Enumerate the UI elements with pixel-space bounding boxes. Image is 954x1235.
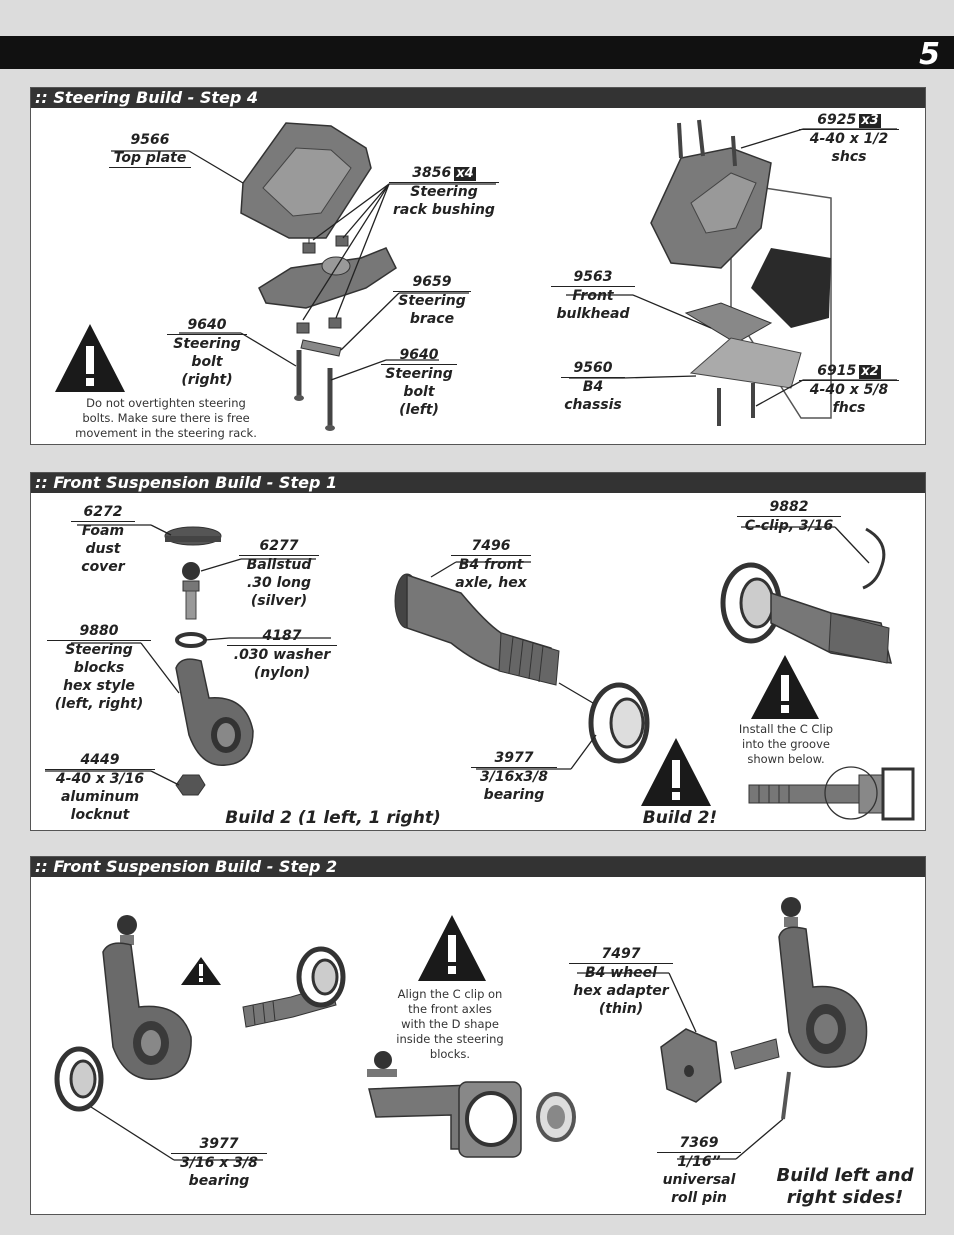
label-front-bulkhead: 9563 Front bulkhead bbox=[551, 268, 635, 323]
page-number: 5 bbox=[919, 37, 940, 72]
build-both-sides-note: Build left and right sides! bbox=[776, 1165, 914, 1208]
build-two-callout: Build 2! bbox=[642, 808, 718, 828]
front-suspension-step1-illustration bbox=[45, 524, 915, 821]
front-suspension-step2-illustration bbox=[54, 897, 868, 1161]
front-suspension-step2-panel: :: Front Suspension Build - Step 2 bbox=[30, 856, 926, 1215]
label-steering-bolt-left: 9640 Steering bolt (left) bbox=[381, 346, 457, 419]
warning-triangle-icon bbox=[418, 915, 486, 981]
label-bearing: 3977 3/16x3/8 bearing bbox=[471, 749, 557, 804]
steering-assembly-illustration bbox=[111, 119, 897, 431]
label-locknut: 4449 4-40 x 3/16 aluminum locknut bbox=[45, 751, 155, 824]
section-title: :: Steering Build - Step 4 bbox=[31, 88, 925, 108]
label-roll-pin: 7369 1/16” universal roll pin bbox=[657, 1134, 741, 1207]
c-clip-note: Install the C Clip into the groove shown… bbox=[738, 722, 834, 766]
warning-triangle-icon bbox=[751, 655, 819, 719]
page-header-bar: 5 bbox=[0, 36, 954, 72]
label-bearing: 3977 3/16 x 3/8 bearing bbox=[171, 1135, 267, 1190]
steering-warning-text: Do not overtighten steering bolts. Make … bbox=[75, 396, 257, 440]
section-title: :: Front Suspension Build - Step 1 bbox=[31, 473, 925, 493]
c-clip-alignment-note: Align the C clip on the front axles with… bbox=[396, 987, 504, 1061]
section-title: :: Front Suspension Build - Step 2 bbox=[31, 857, 925, 877]
label-chassis: 9560 B4 chassis bbox=[561, 359, 625, 414]
label-top-plate: 9566 Top plate bbox=[109, 131, 191, 168]
label-hex-adapter: 7497 B4 wheel hex adapter (thin) bbox=[569, 945, 673, 1018]
front-suspension-step1-panel: :: Front Suspension Build - Step 1 bbox=[30, 472, 926, 831]
label-c-clip: 9882 C-clip, 3/16 bbox=[737, 498, 841, 535]
warning-triangle-icon bbox=[55, 324, 125, 392]
label-washer: 4187 .030 washer (nylon) bbox=[227, 627, 337, 682]
warning-triangle-icon bbox=[641, 738, 711, 806]
steering-build-step4-panel: :: Steering Build - Step 4 bbox=[30, 87, 926, 445]
label-steering-brace: 9659 Steering brace bbox=[393, 273, 471, 328]
label-foam-dust-cover: 6272 Foam dust cover bbox=[71, 503, 135, 576]
label-steering-bolt-right: 9640 Steering bolt (right) bbox=[167, 316, 247, 389]
label-steering-blocks: 9880 Steering blocks hex style (left, ri… bbox=[47, 622, 151, 713]
label-front-axle: 7496 B4 front axle, hex bbox=[451, 537, 531, 592]
label-ballstud: 6277 Ballstud .30 long (silver) bbox=[239, 537, 319, 610]
build-two-note: Build 2 (1 left, 1 right) bbox=[225, 808, 441, 828]
